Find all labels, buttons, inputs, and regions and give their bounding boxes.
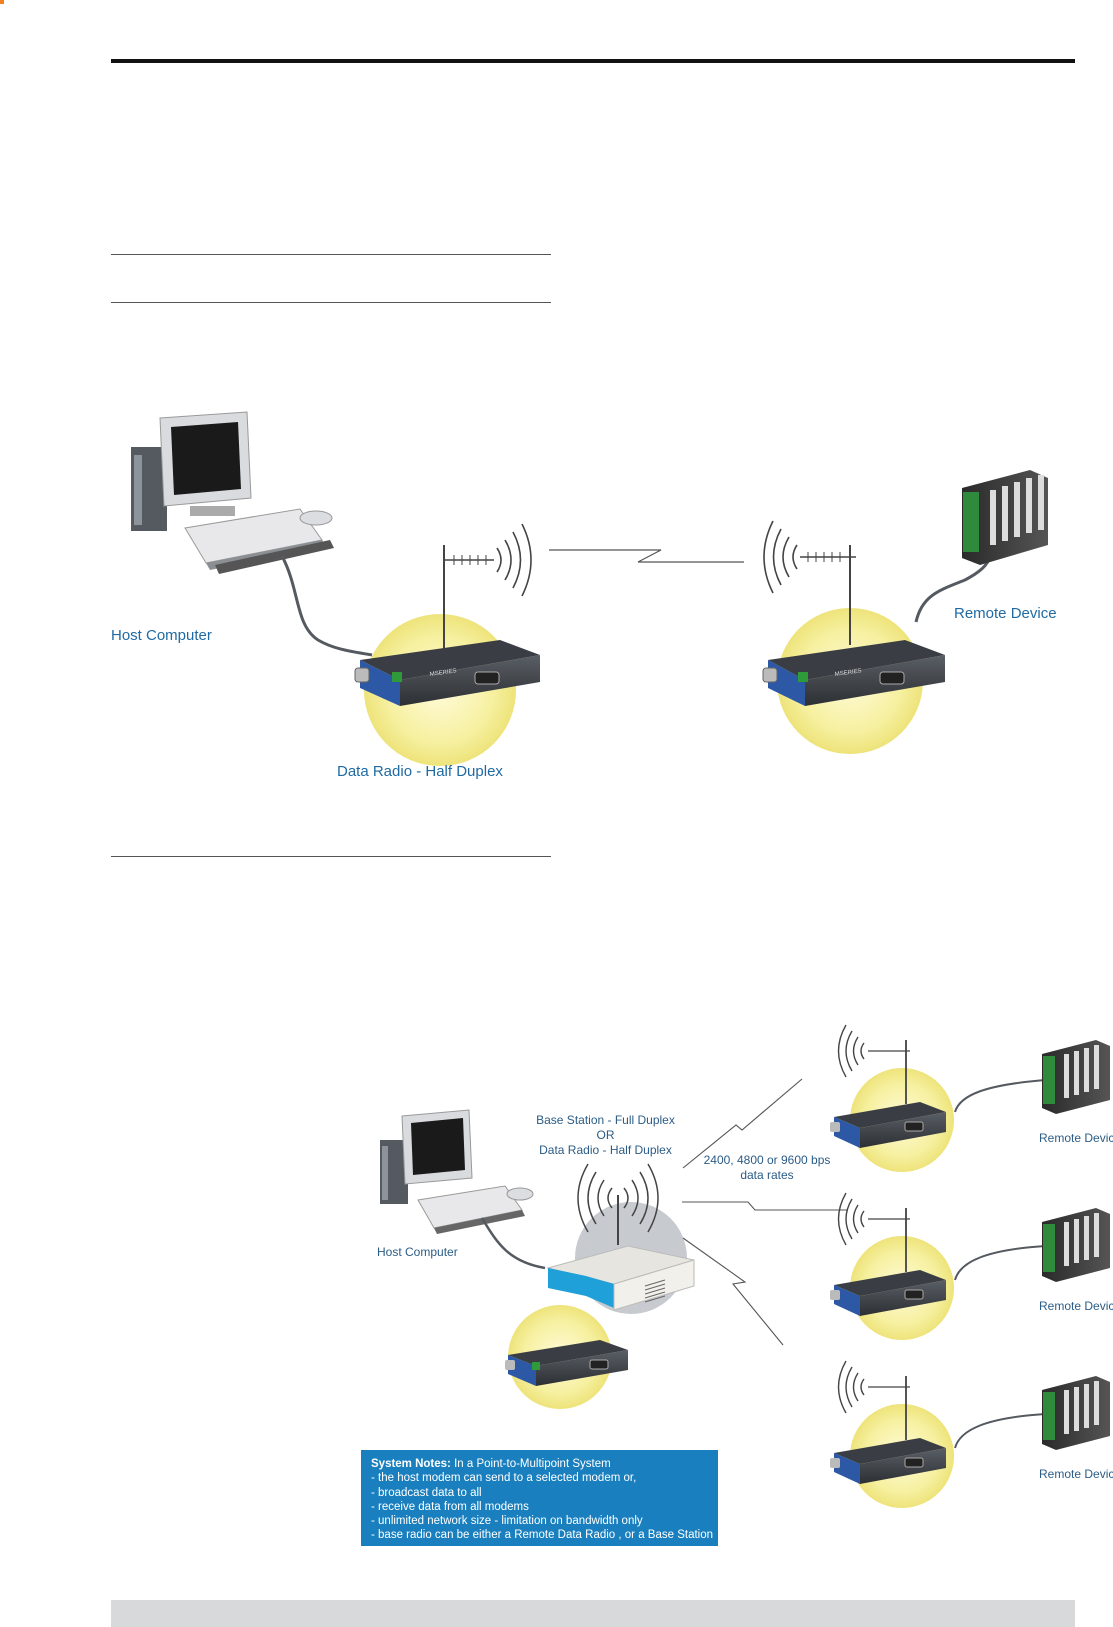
base-caption-line-1: Base Station - Full Duplex <box>536 1113 675 1127</box>
data-radio-icon: MSERIES <box>354 640 540 706</box>
host-computer-label-2: Host Computer <box>377 1245 458 1259</box>
notes-line: - broadcast data to all <box>371 1486 482 1499</box>
footer-bar <box>111 1600 1075 1627</box>
remote-device-icon <box>962 470 1048 565</box>
notes-line: - receive data from all modems <box>371 1500 529 1513</box>
host-computer-label: Host Computer <box>111 627 212 644</box>
remote-radio-group-2 <box>830 1192 1110 1340</box>
remote-device-label-2: Remote Device <box>1039 1299 1113 1313</box>
host-computer-icon <box>380 1109 534 1234</box>
host-cable <box>280 555 373 657</box>
base-antenna-icon <box>577 1163 659 1245</box>
radio-link-lines <box>682 1078 848 1346</box>
section-rule-2 <box>111 302 551 303</box>
radio-antenna-icon <box>763 520 856 645</box>
radio-link-line <box>549 549 744 563</box>
base-caption-line-2: OR <box>596 1128 615 1142</box>
notes-intro: In a Point-to-Multipoint System <box>450 1458 611 1470</box>
svg-text:MSERIES: MSERIES <box>834 668 862 678</box>
notes-line: - base radio can be either a Remote Data… <box>371 1529 714 1542</box>
notes-heading: System Notes: In a Point-to-Multipoint S… <box>371 1457 708 1471</box>
rates-line-2: data rates <box>740 1168 794 1182</box>
notes-line: - unlimited network size - limitation on… <box>371 1515 643 1528</box>
corner-mark <box>0 0 4 4</box>
data-radio-icon <box>505 1340 628 1386</box>
data-rates-caption: 2400, 4800 or 9600 bps data rates <box>700 1153 834 1183</box>
data-radio-icon: MSERIES <box>762 640 945 706</box>
rates-line-1: 2400, 4800 or 9600 bps <box>703 1153 831 1167</box>
base-caption-line-3: Data Radio - Half Duplex <box>539 1143 672 1157</box>
notes-title: System Notes: <box>371 1458 451 1470</box>
system-notes-box: System Notes: In a Point-to-Multipoint S… <box>361 1450 718 1546</box>
data-radio-label: Data Radio - Half Duplex <box>337 763 503 780</box>
base-station-icon <box>546 1245 695 1311</box>
header-rule <box>111 59 1075 63</box>
radio-antenna-icon <box>443 523 532 650</box>
remote-device-label-3: Remote Device <box>1039 1467 1113 1481</box>
remote-cable <box>914 555 992 623</box>
host-cable <box>480 1217 546 1270</box>
remote-radio-group-3 <box>830 1360 1110 1508</box>
base-station-caption: Base Station - Full Duplex OR Data Radio… <box>533 1113 678 1158</box>
remote-radio-group-1 <box>830 1024 1110 1172</box>
svg-text:MSERIES: MSERIES <box>429 668 457 678</box>
remote-device-label-1: Remote Device <box>1039 1131 1113 1145</box>
section-rule-3 <box>111 856 551 857</box>
notes-line: - the host modem can send to a selected … <box>371 1472 637 1485</box>
host-computer-icon <box>131 411 334 574</box>
section-rule-1 <box>111 254 551 255</box>
remote-device-label: Remote Device <box>954 605 1057 622</box>
